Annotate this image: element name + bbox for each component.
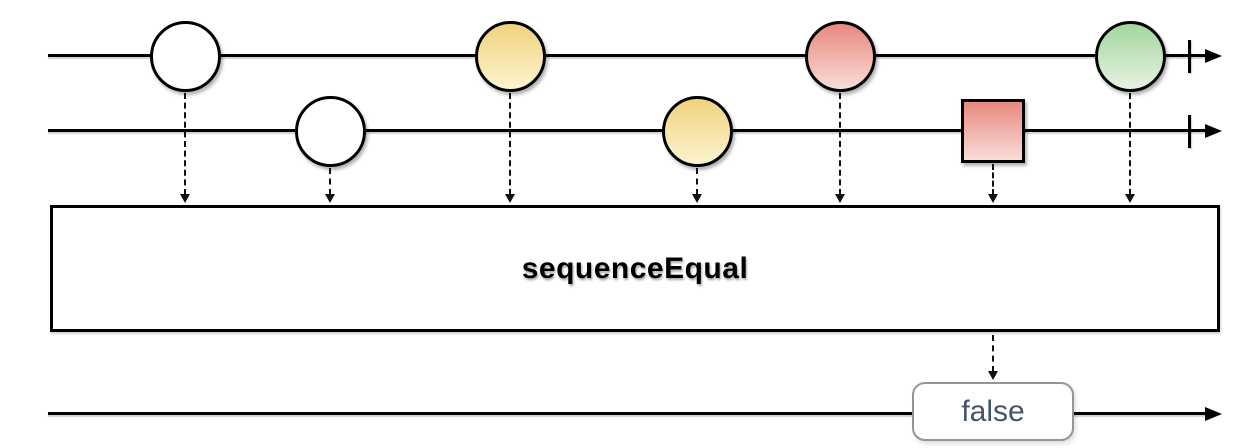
operator-label: sequenceEqual [521,251,749,285]
marble-green-circle-timeline-1 [1094,20,1166,92]
event-arrow-head-icon [504,194,515,203]
marble-red-square-timeline-2 [961,99,1025,163]
event-arrow-stem [1128,92,1131,195]
event-arrow-stem [328,167,331,195]
output-value-box: false [912,382,1074,441]
completion-tick-timeline-2 [1187,114,1191,148]
event-arrow-head-icon [179,194,190,203]
event-arrow-head-icon [1124,194,1135,203]
marble-white-circle-timeline-1 [149,20,221,92]
output-arrow-stem [991,335,994,372]
marble-white-circle-timeline-2 [294,95,366,167]
output-timeline-arrowhead-icon [1205,406,1222,421]
marble-yellow-circle-timeline-2 [661,95,733,167]
source-timeline-1-line [48,54,1206,57]
operator-box: sequenceEqual [50,205,1220,332]
source-timeline-2-line [48,129,1206,132]
source-timeline-2-arrowhead-icon [1205,123,1222,138]
event-arrow-stem [695,167,698,195]
event-arrow-head-icon [987,194,998,203]
output-timeline-line [48,412,1206,415]
event-arrow-head-icon [834,194,845,203]
event-arrow-stem [508,92,511,195]
event-arrow-stem [991,164,994,195]
completion-tick-timeline-1 [1187,39,1191,73]
event-arrow-stem [838,92,841,195]
event-arrow-head-icon [691,194,702,203]
event-arrow-stem [183,92,186,195]
source-timeline-1-arrowhead-icon [1205,48,1222,63]
output-arrow-head-icon [987,371,998,380]
marble-yellow-circle-timeline-1 [474,20,546,92]
event-arrow-head-icon [324,194,335,203]
output-value-label: false [961,394,1025,428]
marble-red-circle-timeline-1 [804,20,876,92]
